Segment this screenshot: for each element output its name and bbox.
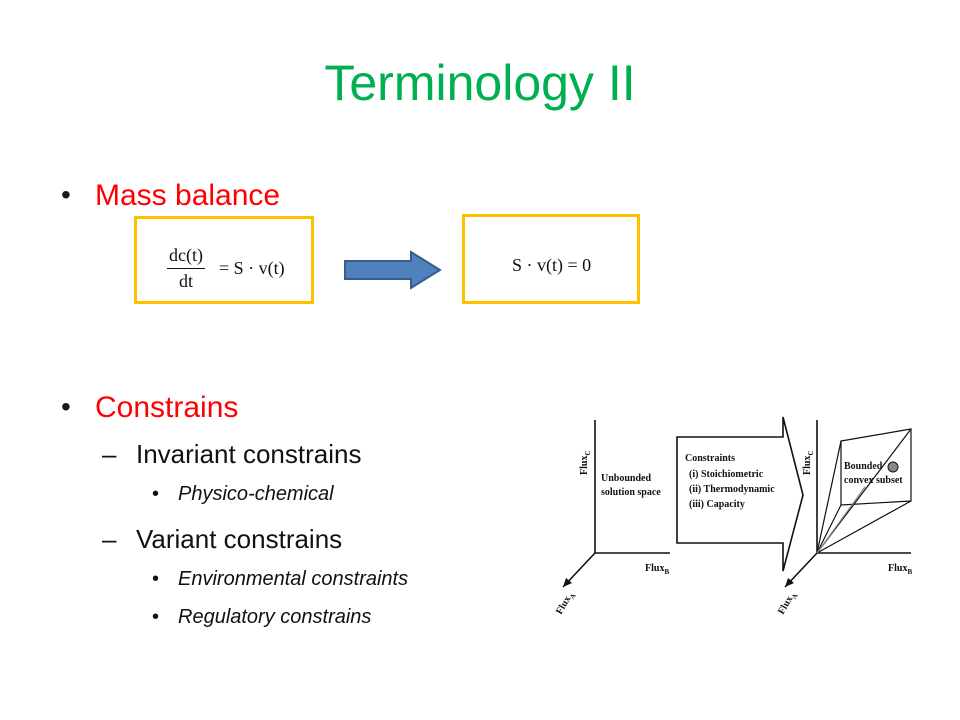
item-physico-chemical-label: Physico-chemical (178, 483, 334, 505)
right-axis-x-label: FluxB (888, 563, 912, 576)
optimal-point-icon (887, 461, 899, 473)
fraction-numerator: dc(t) (167, 245, 205, 269)
bullet-mass-balance-label: Mass balance (95, 179, 281, 212)
slide-title: Terminology II (324, 55, 636, 111)
left-axis-z-label: FluxA (554, 590, 578, 618)
derivative-fraction: dc(t) dt (167, 245, 205, 292)
constraints-line1: Constraints (685, 453, 735, 464)
left-axis-x-label: FluxB (645, 563, 669, 576)
constraints-line4: (iii) Capacity (689, 499, 745, 510)
bullet-dot-icon: • (61, 179, 71, 210)
steady-state-equation: S · v(t) = 0 (512, 255, 592, 275)
unbounded-label-line1: Unbounded (601, 473, 651, 484)
bounded-subset (816, 428, 912, 554)
bullet-dot-icon: • (61, 391, 71, 422)
arrow-shape (344, 250, 442, 290)
equation-rhs: = S · v(t) (219, 258, 285, 278)
constraints-line2: (i) Stoichiometric (689, 469, 764, 480)
bounded-label-line1: Bounded (844, 461, 883, 472)
constraints-line3: (ii) Thermodynamic (689, 484, 775, 495)
bullet-dot-icon: • (152, 483, 160, 505)
item-physico-chemical: • Physico-chemical (152, 483, 334, 505)
item-environmental-label: Environmental constraints (178, 568, 409, 590)
bullet-constrains-label: Constrains (95, 391, 239, 424)
sub-bullet-variant: – Variant constrains (102, 524, 343, 554)
right-arrow-icon (344, 250, 442, 290)
bounded-label-line2: convex subset (844, 475, 903, 486)
bullet-mass-balance: • Mass balance (61, 179, 281, 212)
bullet-constrains: • Constrains (61, 391, 239, 424)
sub-bullet-variant-label: Variant constrains (136, 524, 343, 554)
constraints-arrow (676, 416, 804, 572)
right-axis-z-label: FluxA (776, 590, 800, 618)
axis-arrowhead-z-left (563, 578, 572, 587)
sub-bullet-invariant-label: Invariant constrains (136, 439, 362, 469)
unbounded-axes (562, 420, 670, 588)
unbounded-label-line2: solution space (601, 487, 661, 498)
right-axis-y-label: FluxC (802, 450, 815, 475)
item-regulatory: • Regulatory constrains (152, 606, 372, 628)
item-environmental: • Environmental constraints (152, 568, 409, 590)
equation-box-left: dc(t) dt = S · v(t) (134, 216, 314, 304)
dash-icon: – (102, 439, 117, 469)
bullet-dot-icon: • (152, 606, 160, 628)
equation-box-right: S · v(t) = 0 (462, 214, 640, 304)
item-regulatory-label: Regulatory constrains (178, 606, 372, 628)
bullet-dot-icon: • (152, 568, 160, 590)
flux-space-figure: FluxC Unbounded solution space FluxB Flu… (554, 416, 912, 618)
axis-arrowhead-z-right (785, 578, 794, 587)
bounded-axes (784, 420, 911, 588)
left-axis-y-label: FluxC (579, 450, 592, 475)
dash-icon: – (102, 524, 117, 554)
sub-bullet-invariant: – Invariant constrains (102, 439, 362, 469)
fraction-denominator: dt (178, 271, 193, 291)
